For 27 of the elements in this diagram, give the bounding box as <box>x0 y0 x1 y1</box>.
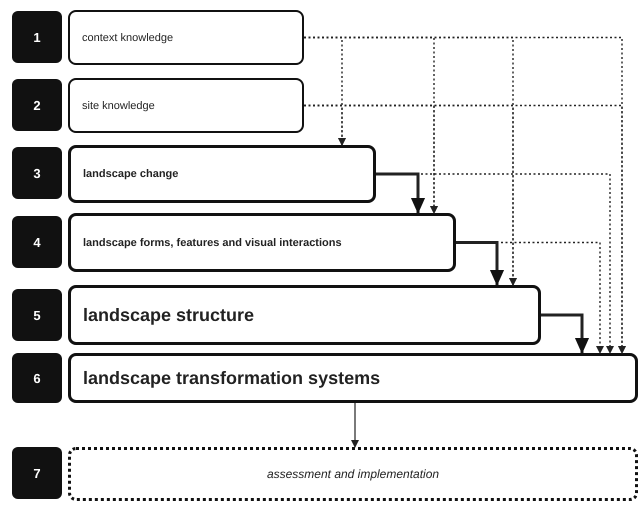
arrow <box>541 314 590 354</box>
arrow <box>456 242 604 354</box>
step-label: site knowledge <box>82 100 155 112</box>
step-box <box>68 78 304 133</box>
number-badge: 6 <box>12 353 62 403</box>
step-box <box>68 145 376 203</box>
step-label: assessment and implementation <box>266 467 440 481</box>
number-badge: 1 <box>12 11 62 63</box>
arrow <box>351 403 359 448</box>
number-badge: 5 <box>12 289 62 341</box>
step-label: context knowledge <box>82 32 174 44</box>
dotted-step-box <box>68 447 638 501</box>
step-label: landscape transformation systems <box>83 368 380 388</box>
step-label: landscape structure <box>83 304 254 326</box>
step-label: landscape forms, features and visual interactions <box>83 236 342 248</box>
arrow <box>304 104 626 354</box>
arrow <box>376 172 426 214</box>
step-label: landscape change <box>83 168 178 180</box>
arrow <box>456 241 504 286</box>
step-box <box>68 353 638 403</box>
step-box <box>68 285 541 345</box>
step-box <box>68 213 456 272</box>
number-badge: 4 <box>12 216 62 268</box>
number-badge: 3 <box>12 147 62 199</box>
step-box <box>68 10 304 65</box>
number-badge: 2 <box>12 79 62 131</box>
number-badge: 7 <box>12 447 62 499</box>
